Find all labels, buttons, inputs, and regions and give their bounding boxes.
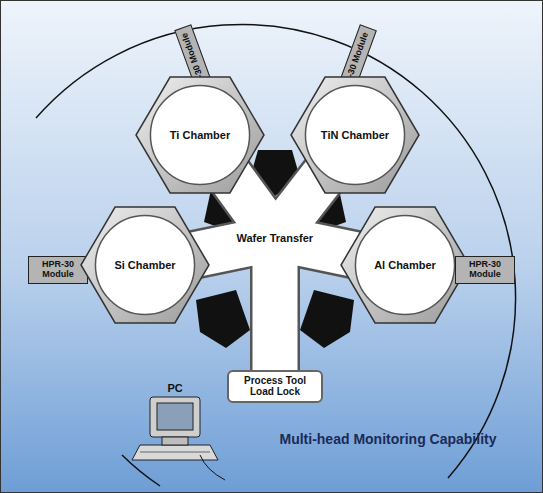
- pc-label: PC: [168, 382, 183, 394]
- chamber-node: Al Chamber: [340, 206, 470, 324]
- node-text: HPR-30 Module: [461, 260, 509, 280]
- network-arc: [36, 24, 516, 478]
- node-text: Si Chamber: [114, 259, 175, 271]
- node-text: Al Chamber: [374, 259, 436, 271]
- chamber-node: TiN Chamber: [290, 76, 420, 194]
- node-text: TiN Chamber: [321, 129, 389, 141]
- pc-icon: [132, 397, 225, 480]
- node-text: HPR-30 Module: [34, 260, 82, 280]
- chamber-node: Ti Chamber: [135, 76, 265, 194]
- node-text: Process Tool Load Lock: [235, 375, 315, 398]
- caption: Multi-head Monitoring Capability: [280, 431, 497, 447]
- module-box: HPR-30 Module: [455, 256, 515, 284]
- module-box: HPR-30 Module: [28, 256, 88, 284]
- node-text: Ti Chamber: [170, 129, 230, 141]
- loadlock-box: Process Tool Load Lock: [227, 370, 323, 403]
- transfer-label: Wafer Transfer: [237, 232, 314, 245]
- node-text: Wafer Transfer: [237, 232, 314, 245]
- chamber-node: Si Chamber: [80, 206, 210, 324]
